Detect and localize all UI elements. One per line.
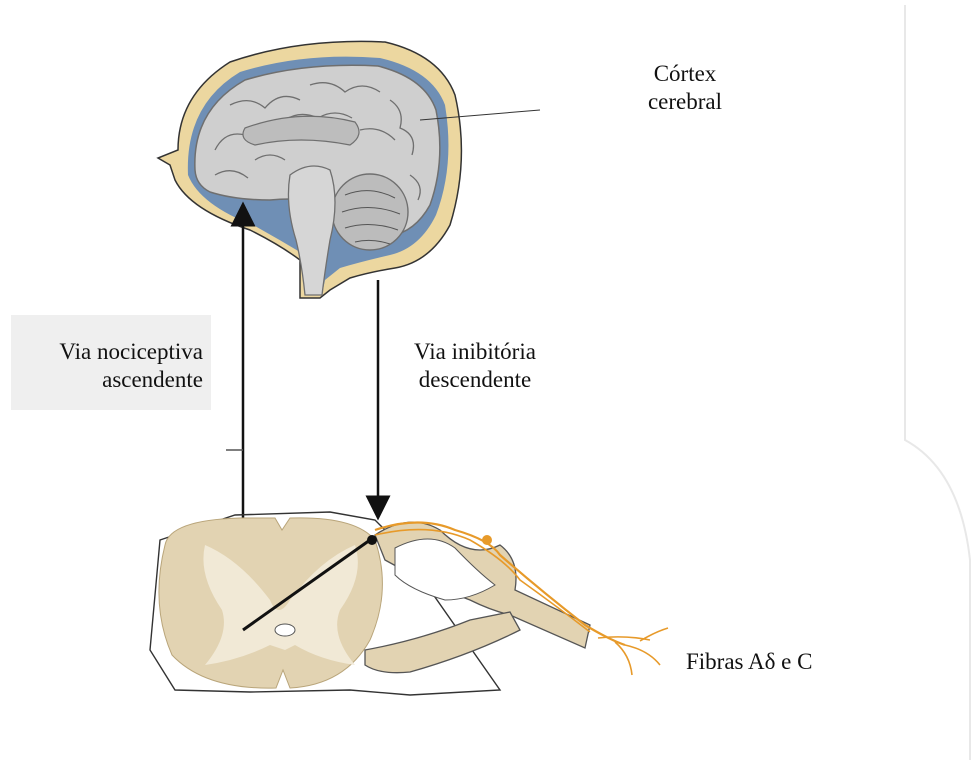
ventral-root bbox=[365, 612, 520, 673]
label-cortex-line2: cerebral bbox=[630, 88, 740, 116]
fiber-terminals bbox=[598, 628, 668, 675]
label-ascending: Via nociceptiva ascendente bbox=[11, 338, 211, 394]
page-edge bbox=[905, 5, 970, 760]
label-cortex: Córtex cerebral bbox=[630, 60, 740, 116]
label-descending: Via inibitória descendente bbox=[380, 338, 570, 394]
label-fibers: Fibras Aδ e C bbox=[686, 648, 886, 676]
label-cortex-line1: Córtex bbox=[630, 60, 740, 88]
synapse-dot bbox=[367, 535, 377, 545]
label-descending-line2: descendente bbox=[380, 366, 570, 394]
central-canal bbox=[275, 624, 295, 636]
label-descending-line1: Via inibitória bbox=[380, 338, 570, 366]
ganglion-cell bbox=[482, 535, 492, 545]
brain-illustration bbox=[158, 41, 540, 298]
spinal-cord-illustration bbox=[150, 512, 668, 695]
label-ascending-line2: ascendente bbox=[11, 366, 203, 394]
label-ascending-line1: Via nociceptiva bbox=[11, 338, 203, 366]
